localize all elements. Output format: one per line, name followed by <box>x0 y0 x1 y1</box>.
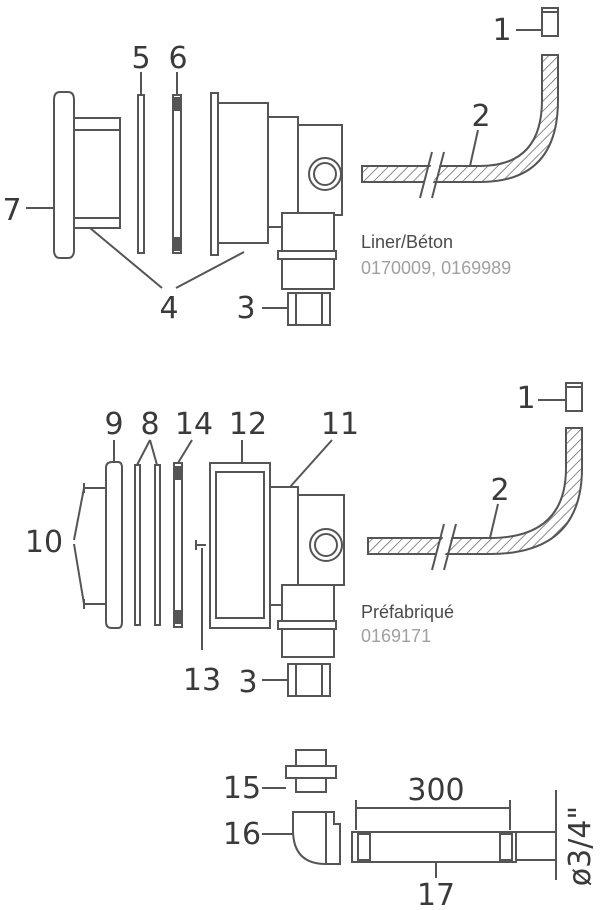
body-outlet <box>281 212 335 252</box>
fitting-part-3 <box>287 292 331 326</box>
middle-assembly: 9 8 14 12 11 10 13 3 1 2 Préfabriqué 016… <box>25 381 583 700</box>
label-8: 8 <box>140 407 159 442</box>
label-14: 14 <box>175 407 213 442</box>
faceplate-part-9 <box>105 461 123 629</box>
caption-prefab: Préfabriqué <box>361 602 454 622</box>
dimension-diameter: ø3/4" <box>563 806 598 886</box>
faceplate-part-7 <box>53 91 75 259</box>
body-neck <box>267 116 299 228</box>
body-flange <box>217 102 269 244</box>
label-17: 17 <box>417 878 455 910</box>
fitting-part-3b <box>287 663 331 697</box>
pipe-part-17 <box>351 831 517 863</box>
label-1: 1 <box>492 13 511 48</box>
caption-liner: Liner/Béton <box>361 232 453 252</box>
label-16: 16 <box>223 817 261 852</box>
cap-part-1b <box>565 382 583 412</box>
label-2: 2 <box>471 99 490 134</box>
label-15: 15 <box>223 771 261 806</box>
ring-part-6 <box>172 94 182 254</box>
gasket-part-8b <box>154 464 161 626</box>
ring-part-14 <box>173 462 183 628</box>
pipe-part-2 <box>361 54 559 183</box>
label-9: 9 <box>104 407 123 442</box>
refs-prefab: 0169171 <box>361 626 431 646</box>
label-2b: 2 <box>490 473 509 508</box>
cap-part-1 <box>541 7 559 37</box>
pipe-part-2b <box>367 427 583 555</box>
label-5: 5 <box>131 41 150 76</box>
label-13: 13 <box>183 663 221 698</box>
label-10: 10 <box>25 525 63 560</box>
label-7: 7 <box>2 193 21 228</box>
dimension-length: 300 <box>407 773 464 808</box>
refs-liner: 0170009, 0169989 <box>361 258 511 278</box>
label-3b: 3 <box>238 665 257 700</box>
gasket-part-8a <box>134 464 141 626</box>
nipple-part-15 <box>295 749 327 767</box>
elbow-part-16 <box>292 811 341 865</box>
label-12: 12 <box>229 407 267 442</box>
bottom-accessories: 15 16 17 300 ø3/4" <box>223 749 598 910</box>
gasket-part-5 <box>137 94 145 254</box>
label-3: 3 <box>236 291 255 326</box>
top-assembly: 5 6 7 4 3 1 2 Liner/Béton 0170009, 01699… <box>2 7 559 326</box>
label-1b: 1 <box>516 381 535 416</box>
label-6: 6 <box>168 41 187 76</box>
label-11: 11 <box>321 407 359 442</box>
gasket-part-4b <box>210 92 219 256</box>
label-4: 4 <box>159 291 178 326</box>
faceplate-sleeve <box>73 117 121 229</box>
